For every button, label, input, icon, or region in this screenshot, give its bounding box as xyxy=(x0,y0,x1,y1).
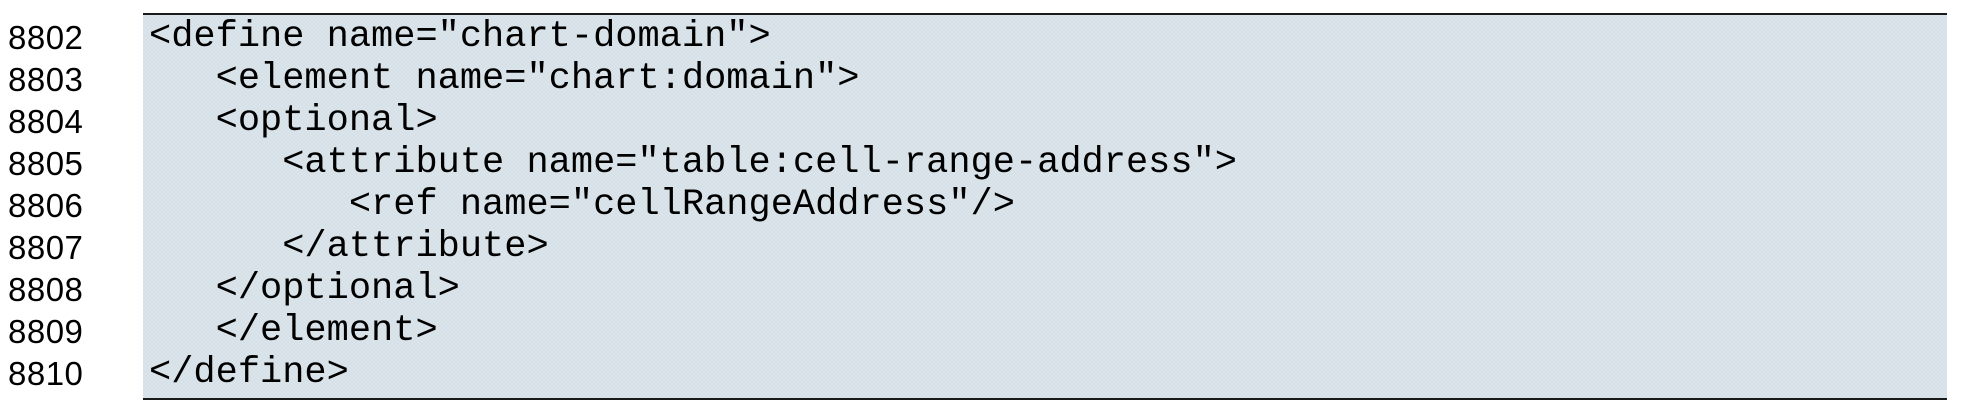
code-line: </element> xyxy=(149,310,438,352)
code-line: </optional> xyxy=(149,268,460,310)
line-number: 8809 xyxy=(8,313,84,350)
line-number: 8805 xyxy=(8,145,84,182)
line-number: 8804 xyxy=(8,103,84,140)
code-line: <define name="chart-domain"> xyxy=(149,16,771,58)
code-line: <element name="chart:domain"> xyxy=(149,58,860,100)
code-line: </attribute> xyxy=(149,226,549,268)
line-number: 8806 xyxy=(8,187,84,224)
code-line: </define> xyxy=(149,352,349,394)
line-number: 8808 xyxy=(8,271,84,308)
line-number: 8810 xyxy=(8,355,84,392)
line-number-gutter: 8802 8803 8804 8805 8806 8807 8808 8809 … xyxy=(8,17,138,395)
code-line: <attribute name="table:cell-range-addres… xyxy=(149,142,1237,184)
line-number: 8807 xyxy=(8,229,84,266)
line-number: 8802 xyxy=(8,19,84,56)
line-number: 8803 xyxy=(8,61,84,98)
code-panel: <define name="chart-domain"> <element na… xyxy=(143,13,1947,400)
code-line: <ref name="cellRangeAddress"/> xyxy=(149,184,1015,226)
code-line: <optional> xyxy=(149,100,438,142)
